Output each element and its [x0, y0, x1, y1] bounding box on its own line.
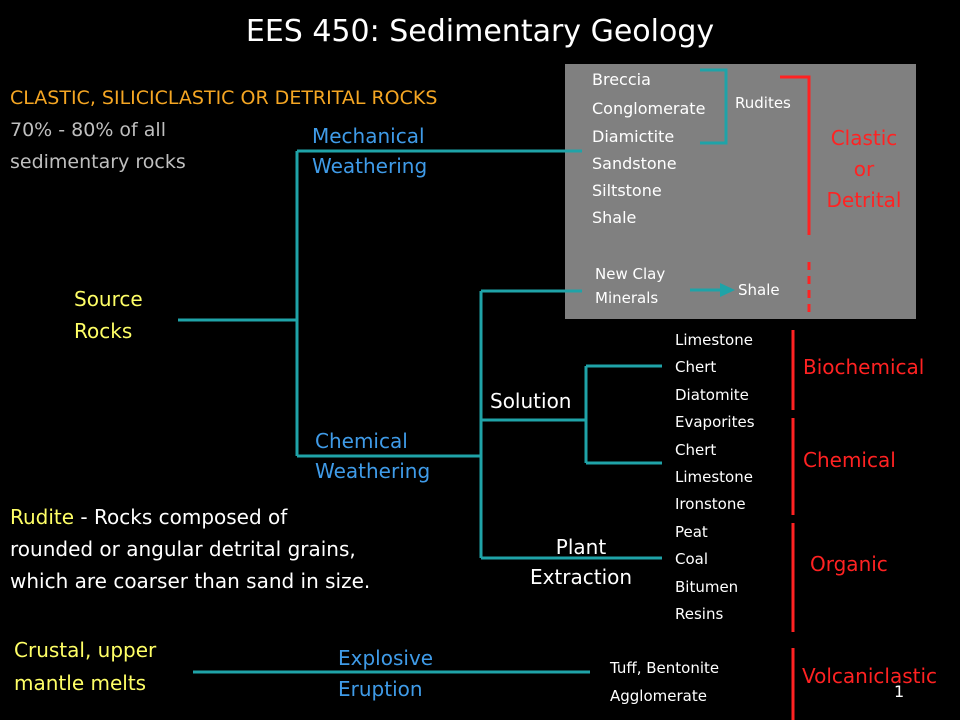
- intro-heading: CLASTIC, SILICICLASTIC OR DETRITAL ROCKS: [10, 87, 438, 109]
- plant-line-2: Extraction: [529, 565, 633, 589]
- chem-rock: Limestone: [675, 467, 753, 486]
- clastic-bracket: [780, 75, 811, 235]
- volcanic-rocks-list: Tuff, Bentonite Agglomerate: [610, 654, 719, 710]
- mechanical-line-1: Mechanical: [312, 124, 425, 148]
- mechanical-line-2: Weathering: [312, 154, 428, 178]
- clastic-rock: Diamictite: [592, 127, 675, 146]
- rudite-def-line-1: Rudite - Rocks composed of: [10, 501, 370, 533]
- chemical-rocks-list: Limestone Chert Diatomite Evaporites Che…: [675, 327, 755, 628]
- page-number: 1: [894, 682, 905, 701]
- chemical-label: Chemical: [803, 448, 896, 472]
- plant-extraction-label: Plant Extraction: [521, 532, 641, 592]
- organic-label: Organic: [810, 552, 888, 576]
- chem-rock: Diatomite: [675, 385, 749, 404]
- clastic-rock: Conglomerate: [592, 99, 706, 118]
- volc-rock: Agglomerate: [610, 687, 707, 705]
- rudites-bracket: [700, 68, 728, 145]
- biochemical-label: Biochemical: [803, 355, 925, 379]
- chemical-line-1: Chemical: [315, 429, 408, 453]
- melts-line-2: mantle melts: [14, 671, 147, 695]
- source-line-1: Source: [74, 287, 143, 311]
- chem-rock: Ironstone: [675, 495, 746, 514]
- explosive-line-2: Eruption: [338, 677, 423, 701]
- clastic-line-1: Clastic: [830, 126, 898, 150]
- chem-rock: Evaporites: [675, 413, 755, 432]
- new-clay-minerals-label: New Clay Minerals: [595, 262, 665, 310]
- shale-label: Shale: [738, 281, 780, 299]
- chem-rock: Peat: [675, 522, 708, 541]
- clastic-line-3: Detrital: [826, 188, 902, 212]
- arrow-head: [720, 283, 735, 297]
- intro-line-2: sedimentary rocks: [10, 151, 186, 173]
- chem-rock: Resins: [675, 604, 724, 623]
- clastic-rocks-box: [565, 64, 916, 319]
- rudites-label: Rudites: [735, 94, 791, 112]
- plant-line-1: Plant: [555, 535, 607, 559]
- chem-rock: Coal: [675, 550, 709, 569]
- rudite-def-text: - Rocks composed of: [74, 505, 288, 529]
- rudite-def-line-3: which are coarser than sand in size.: [10, 569, 371, 593]
- clastic-rock: Siltstone: [592, 181, 662, 200]
- mechanical-weathering-label: Mechanical Weathering: [312, 121, 427, 181]
- chem-rock: Bitumen: [675, 577, 739, 596]
- volcaniclastic-label: Volcaniclastic: [802, 664, 938, 688]
- rudite-def-line-2: rounded or angular detrital grains,: [10, 537, 356, 561]
- clastic-rocks-list: Breccia Conglomerate Diamictite Sandston…: [592, 65, 705, 231]
- page-title: EES 450: Sedimentary Geology: [245, 14, 715, 49]
- melts-label: Crustal, upper mantle melts: [14, 634, 156, 700]
- chemical-line-2: Weathering: [315, 459, 431, 483]
- clastic-rock: Breccia: [592, 70, 651, 89]
- intro-line-1: 70% - 80% of all: [10, 119, 166, 141]
- chem-rock: Chert: [675, 440, 717, 459]
- chem-rock: Limestone: [675, 331, 753, 349]
- rudite-term: Rudite: [10, 505, 75, 529]
- melts-line-1: Crustal, upper: [14, 638, 157, 662]
- explosive-line-1: Explosive: [338, 646, 434, 670]
- clastic-rock: Sandstone: [592, 154, 677, 173]
- clastic-line-2: or: [853, 157, 875, 181]
- rudite-definition: Rudite - Rocks composed of rounded or an…: [10, 501, 370, 597]
- explosive-eruption-label: Explosive Eruption: [338, 643, 433, 705]
- chem-rock: Chert: [675, 358, 717, 377]
- solution-label: Solution: [490, 389, 572, 413]
- source-line-2: Rocks: [74, 319, 133, 343]
- chemical-weathering-label: Chemical Weathering: [315, 426, 430, 486]
- source-rocks-label: Source Rocks: [74, 283, 143, 347]
- new-clay-line-2: Minerals: [595, 289, 659, 307]
- clastic-detrital-label: Clastic or Detrital: [818, 123, 910, 216]
- clastic-rock: Shale: [592, 208, 637, 227]
- volc-rock: Tuff, Bentonite: [610, 659, 720, 677]
- new-clay-line-1: New Clay: [595, 265, 666, 283]
